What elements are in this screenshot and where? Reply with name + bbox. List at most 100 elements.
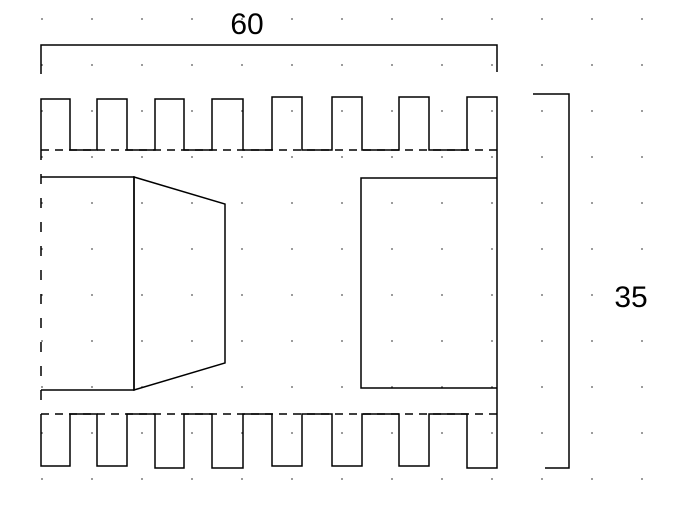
grid-dot [41,18,43,20]
grid-dot [291,64,293,66]
grid-dot [641,432,643,434]
grid-dot [141,432,143,434]
grid-dot [441,202,443,204]
grid-dot [341,18,343,20]
grid-dot [241,64,243,66]
grid-dot [341,340,343,342]
grid-dot [591,110,593,112]
grid-dot [341,248,343,250]
grid-dot [641,386,643,388]
grid-dot [191,478,193,480]
grid-dot [191,340,193,342]
grid-dot [291,156,293,158]
top-comb-outline [40,96,498,151]
grid-dot [541,202,543,204]
grid-dot [591,340,593,342]
grid-dot [541,386,543,388]
grid-dot [491,110,493,112]
grid-dot [91,294,93,296]
grid-dot [191,156,193,158]
grid-dot [591,202,593,204]
height-dimension-label: 35 [614,281,647,314]
grid-dot [541,340,543,342]
grid-dot [241,156,243,158]
grid-dot [291,18,293,20]
grid-dot [491,478,493,480]
grid-dot [591,386,593,388]
grid-dot [441,478,443,480]
grid-dot [191,432,193,434]
grid-dot [591,18,593,20]
grid-dot [341,64,343,66]
grid-dot [291,340,293,342]
grid-dot [241,202,243,204]
grid-dot [541,432,543,434]
grid-dot [641,18,643,20]
grid-dot [241,248,243,250]
grid-dot [191,202,193,204]
grid-dot [91,478,93,480]
grid-dot [91,386,93,388]
grid-dot [41,478,43,480]
grid-dot [341,432,343,434]
grid-dot [641,202,643,204]
width-dimension-line [40,44,498,74]
bottom-comb-outline [40,413,498,469]
grid-dot [141,110,143,112]
top-comb-profile [40,96,498,151]
width-dimension-label: 60 [230,8,263,41]
grid-dot [41,340,43,342]
grid-dot [541,478,543,480]
grid-dot [241,18,243,20]
grid-dot [241,478,243,480]
grid-dot [591,294,593,296]
grid-dot [491,432,493,434]
grid-dot [541,248,543,250]
grid-dot [391,248,393,250]
grid-dot [391,340,393,342]
grid-dot [391,18,393,20]
grid-dot [341,386,343,388]
grid-dot [491,202,493,204]
grid-dot [391,202,393,204]
grid-dot [191,294,193,296]
grid-dot [341,110,343,112]
grid-dot [141,294,143,296]
grid-dot [441,64,443,66]
grid-dot [91,248,93,250]
grid-dot [141,248,143,250]
grid-dot [91,340,93,342]
grid-dot [491,248,493,250]
grid-dot [191,248,193,250]
grid-dot [441,156,443,158]
grid-dot [91,110,93,112]
grid-dot [91,64,93,66]
grid-dot [491,156,493,158]
grid-dot [591,432,593,434]
grid-dot [541,64,543,66]
grid-dot [141,478,143,480]
grid-dot [441,340,443,342]
dot-grid [41,18,643,480]
grid-dot [541,156,543,158]
grid-dot [391,294,393,296]
grid-dot [191,110,193,112]
grid-dot [291,478,293,480]
grid-dot [291,294,293,296]
grid-dot [341,478,343,480]
left-block [40,150,226,414]
grid-dot [491,18,493,20]
grid-dot [241,386,243,388]
grid-dot [91,18,93,20]
grid-dot [441,248,443,250]
tapered-nozzle [133,175,226,392]
grid-dot [291,386,293,388]
grid-dot [391,64,393,66]
grid-dot [541,294,543,296]
grid-dot [641,478,643,480]
grid-dot [141,340,143,342]
grid-dot [591,248,593,250]
grid-dot [291,432,293,434]
grid-dot [441,432,443,434]
grid-dot [541,18,543,20]
